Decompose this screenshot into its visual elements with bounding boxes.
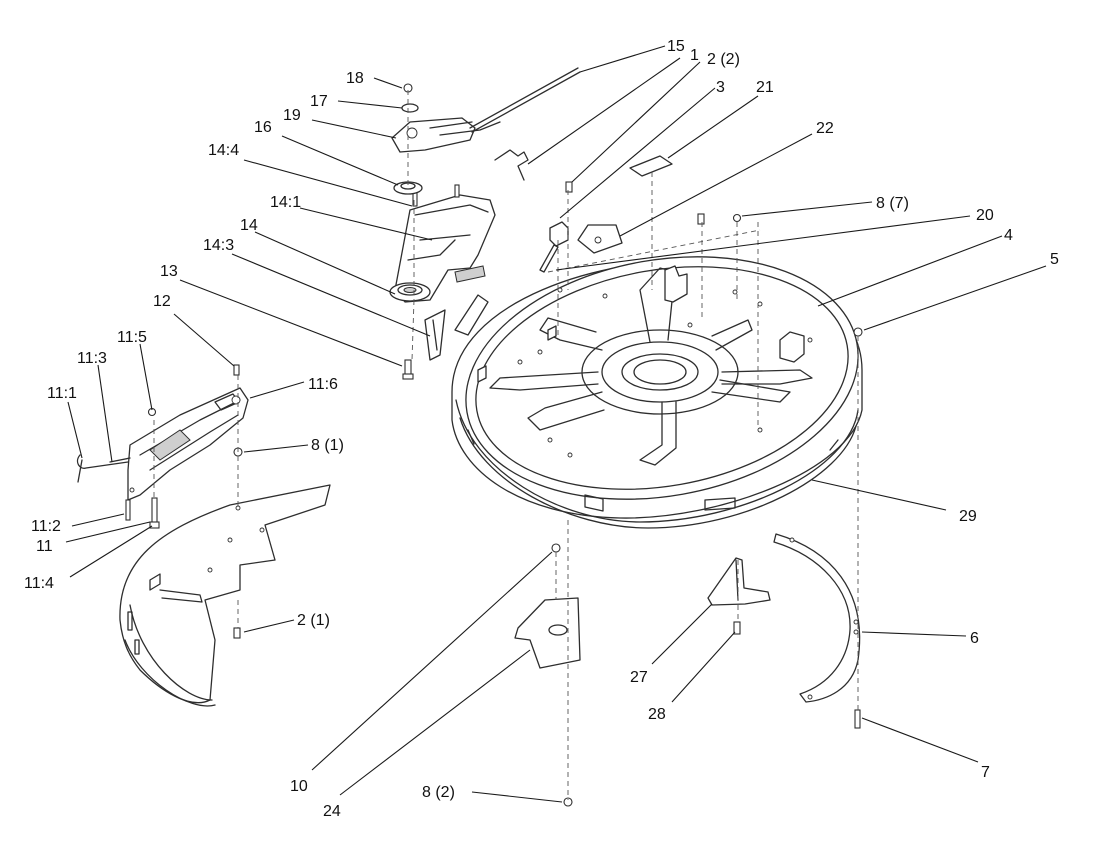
- callout-13: 13: [160, 263, 178, 280]
- callout-3: 3: [716, 79, 725, 96]
- callout-14-1: 14:1: [270, 194, 301, 211]
- callout-11-4: 11:4: [24, 575, 54, 592]
- callout-15: 15: [667, 38, 685, 55]
- callout-10: 10: [290, 778, 308, 795]
- small-hardware: [233, 155, 863, 639]
- callout-22: 22: [816, 120, 834, 137]
- callout-11-5: 11:5: [117, 329, 147, 346]
- callout-2-2: 2 (2): [707, 51, 740, 68]
- callout-21: 21: [756, 79, 774, 96]
- callout-11-1: 11:1: [47, 385, 77, 402]
- callout-16: 16: [254, 119, 272, 136]
- callout-11-6: 11:6: [308, 376, 338, 393]
- callout-labels: 15 1 2 (2) 3 21 22 18 17 19 16 14:4 14:1…: [24, 38, 1059, 820]
- leader-lines: [65, 45, 1047, 803]
- callout-11-3: 11:3: [77, 350, 107, 367]
- callout-12: 12: [153, 293, 171, 310]
- callout-17: 17: [310, 93, 328, 110]
- callout-8-7: 8 (7): [876, 195, 909, 212]
- callout-20: 20: [976, 207, 994, 224]
- callout-7: 7: [981, 764, 990, 781]
- under-deck-parts: [514, 533, 861, 807]
- callout-29: 29: [959, 508, 977, 525]
- callout-19: 19: [283, 107, 301, 124]
- callout-5: 5: [1050, 251, 1059, 268]
- tension-bracket: [391, 67, 581, 181]
- callout-8-1: 8 (1): [311, 437, 344, 454]
- alignment-lines: [153, 90, 859, 800]
- belt-cover-assembly: [76, 387, 249, 529]
- callout-1: 1: [690, 47, 699, 64]
- callout-27: 27: [630, 669, 648, 686]
- callout-14-3: 14:3: [203, 237, 234, 254]
- callout-14: 14: [240, 217, 258, 234]
- idler-arm-assembly: [389, 181, 496, 380]
- callout-11-2: 11:2: [31, 518, 61, 535]
- callout-24: 24: [323, 803, 341, 820]
- left-baffle-shroud: [119, 484, 331, 707]
- callout-8-2: 8 (2): [422, 784, 455, 801]
- callout-11: 11: [36, 538, 53, 555]
- callout-14-4: 14:4: [208, 142, 239, 159]
- callout-6: 6: [970, 630, 979, 647]
- callout-4: 4: [1004, 227, 1013, 244]
- callout-2-1: 2 (1): [297, 612, 330, 629]
- deck-housing: [451, 256, 863, 529]
- callout-28: 28: [648, 706, 666, 723]
- callout-18: 18: [346, 70, 364, 87]
